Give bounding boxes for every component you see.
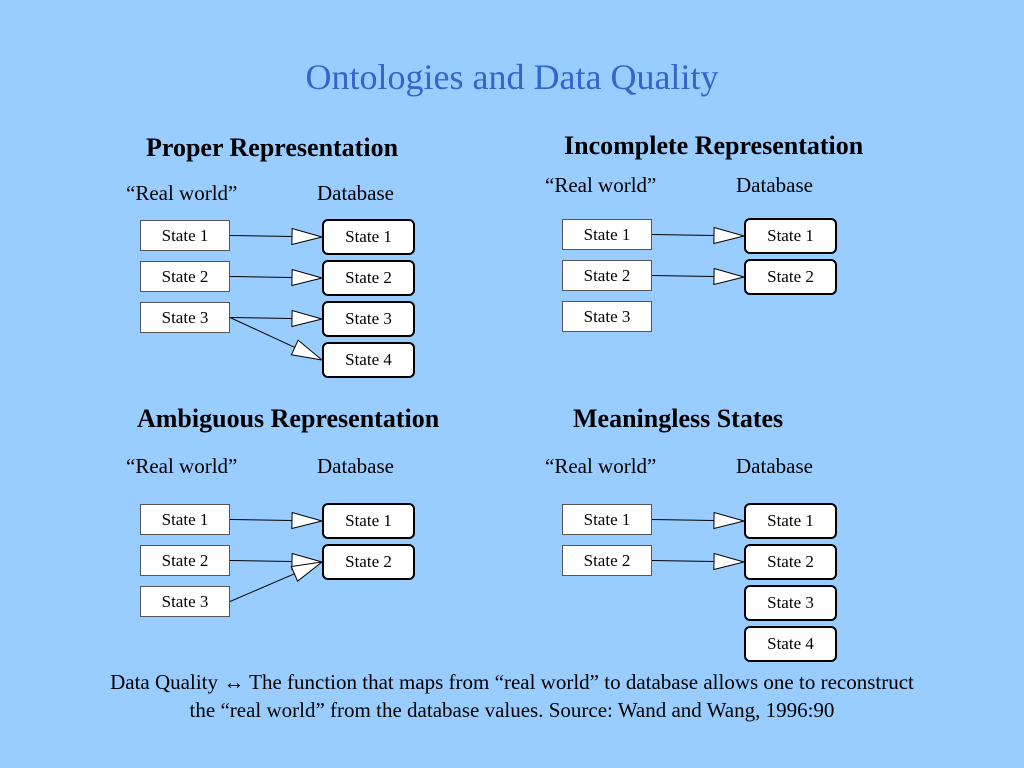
mapping-line (229, 317, 293, 320)
arrowhead (291, 511, 324, 530)
real-world-state-box: State 3 (562, 301, 652, 332)
real-world-label: “Real world” (545, 173, 657, 197)
mapping-line (651, 275, 715, 278)
arrowhead (290, 339, 324, 361)
real-world-state-box: State 3 (140, 302, 230, 333)
real-world-state-box: State 2 (140, 261, 230, 292)
arrowhead (713, 226, 746, 245)
real-world-state-box: State 1 (140, 220, 230, 251)
database-state-box: State 1 (744, 218, 837, 254)
arrowhead (713, 267, 746, 286)
database-label: Database (317, 181, 394, 205)
database-state-box: State 3 (744, 585, 837, 621)
slide-title: Ontologies and Data Quality (305, 57, 719, 97)
arrowhead (713, 552, 746, 571)
panel-heading-ambiguous: Ambiguous Representation (137, 404, 440, 433)
database-label: Database (736, 454, 813, 478)
real-world-state-box: State 3 (140, 586, 230, 617)
arrowhead (291, 309, 324, 328)
panel-heading-meaningless: Meaningless States (573, 404, 784, 433)
arrowhead (713, 511, 746, 530)
database-state-box: State 2 (744, 259, 837, 295)
arrowhead (291, 268, 324, 287)
database-label: Database (317, 454, 394, 478)
footer-line-2: the “real world” from the database value… (189, 698, 835, 722)
arrowhead (290, 561, 324, 582)
real-world-label: “Real world” (126, 454, 238, 478)
mapping-line (229, 519, 293, 522)
mapping-line (229, 235, 293, 238)
real-world-state-box: State 2 (140, 545, 230, 576)
real-world-label: “Real world” (545, 454, 657, 478)
panel-heading-proper: Proper Representation (146, 133, 399, 162)
database-state-box: State 1 (322, 219, 415, 255)
footer-note: Data Quality ↔ The function that maps fr… (0, 668, 1024, 724)
mapping-line (651, 560, 715, 563)
real-world-state-box: State 2 (562, 545, 652, 576)
real-world-state-box: State 2 (562, 260, 652, 291)
database-label: Database (736, 173, 813, 197)
mapping-line (229, 317, 295, 348)
database-state-box: State 1 (322, 503, 415, 539)
real-world-label: “Real world” (126, 181, 238, 205)
database-state-box: State 4 (744, 626, 837, 662)
mapping-line (229, 573, 295, 602)
database-state-box: State 3 (322, 301, 415, 337)
database-state-box: State 1 (744, 503, 837, 539)
real-world-state-box: State 1 (562, 504, 652, 535)
database-state-box: State 4 (322, 342, 415, 378)
mapping-line (651, 519, 715, 522)
panel-heading-incomplete: Incomplete Representation (564, 131, 864, 160)
mapping-line (651, 234, 715, 237)
footer-line-1: Data Quality ↔ The function that maps fr… (110, 670, 914, 694)
real-world-state-box: State 1 (140, 504, 230, 535)
real-world-state-box: State 1 (562, 219, 652, 250)
arrowhead (291, 227, 324, 246)
database-state-box: State 2 (322, 544, 415, 580)
mapping-line (229, 560, 293, 563)
mapping-line (229, 276, 293, 279)
database-state-box: State 2 (322, 260, 415, 296)
